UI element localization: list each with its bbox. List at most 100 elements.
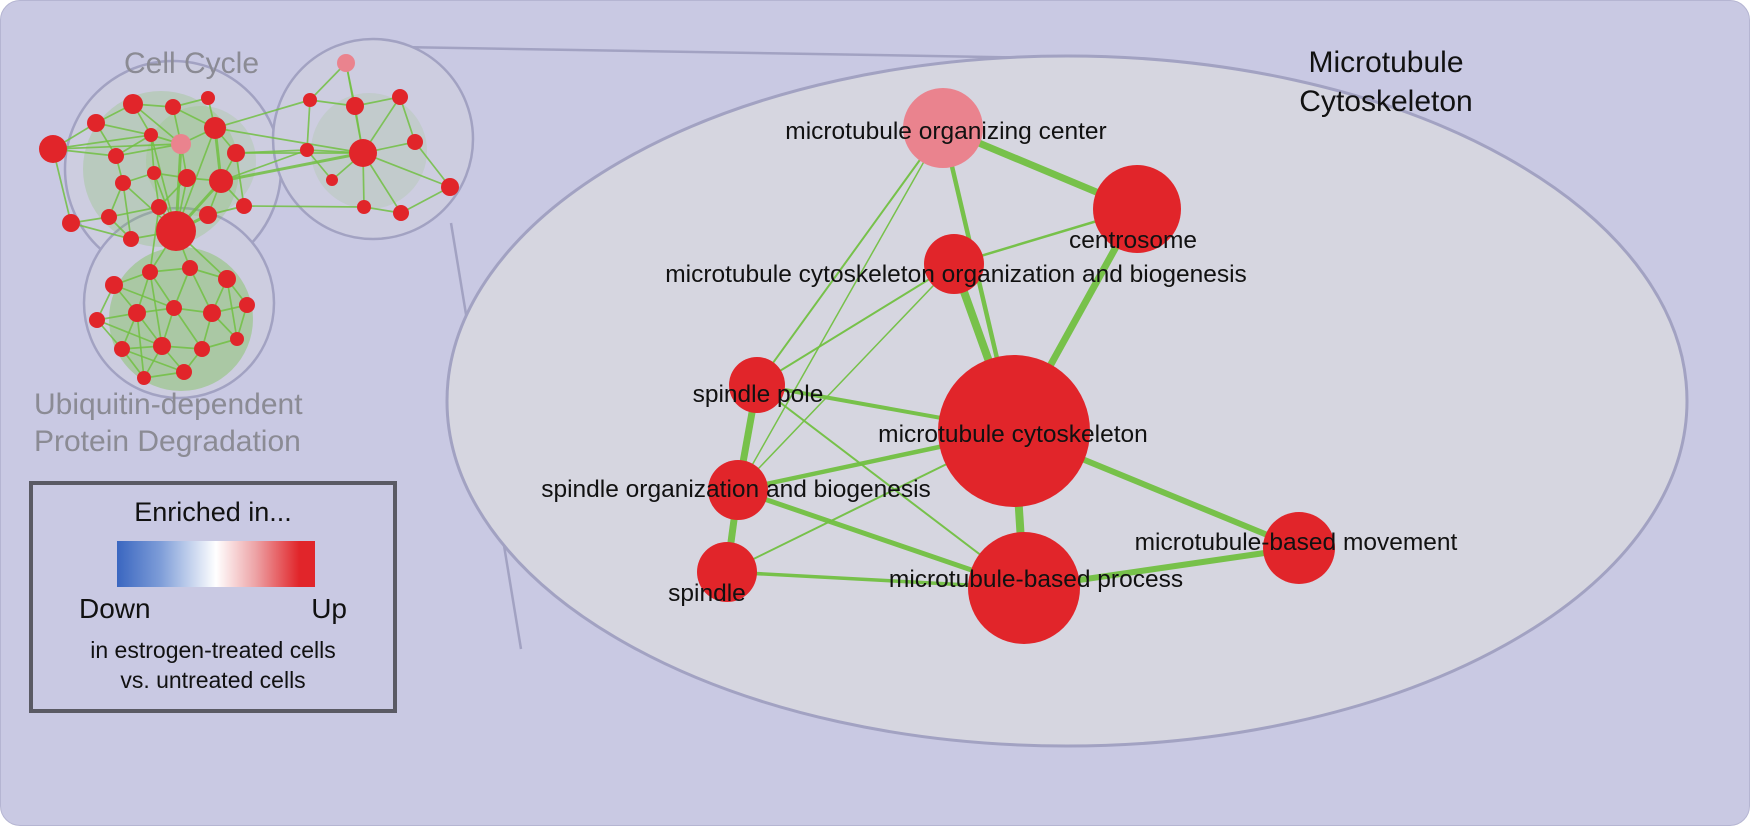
overview-node[interactable]	[178, 169, 196, 187]
overview-node[interactable]	[194, 341, 210, 357]
overview-edge	[95, 122, 152, 136]
overview-node[interactable]	[230, 332, 244, 346]
overview-node[interactable]	[393, 205, 409, 221]
overview-node[interactable]	[441, 178, 459, 196]
overview-edge	[220, 151, 364, 183]
overview-edge	[214, 127, 364, 154]
overview-node[interactable]	[346, 97, 364, 115]
overview-node[interactable]	[392, 89, 408, 105]
overview-node[interactable]	[337, 54, 355, 72]
node-label-microtubule-based-process: microtubule-based process	[889, 566, 1183, 593]
node-label-mt-cytoskeleton-org-biogenesis: microtubule cytoskeleton organization an…	[665, 261, 1247, 288]
node-label-microtubule-cytoskeleton: microtubule cytoskeleton	[878, 421, 1148, 448]
zoom-connector-line	[398, 45, 1050, 60]
overview-node[interactable]	[171, 134, 191, 154]
overview-node[interactable]	[123, 94, 143, 114]
overview-node[interactable]	[128, 304, 146, 322]
overview-edge	[52, 134, 152, 150]
overview-node[interactable]	[357, 200, 371, 214]
overview-node[interactable]	[407, 134, 423, 150]
overview-node[interactable]	[236, 198, 252, 214]
overview-edge	[414, 141, 451, 188]
node-microtubule-based-process[interactable]	[968, 532, 1080, 644]
overview-node[interactable]	[153, 337, 171, 355]
overview-edge	[173, 307, 203, 350]
legend-title: Enriched in...	[134, 497, 292, 527]
edge-density-blob	[83, 91, 239, 247]
overview-edge	[214, 99, 311, 129]
overview-node[interactable]	[201, 91, 215, 105]
overview-node[interactable]	[142, 264, 158, 280]
overview-node[interactable]	[87, 114, 105, 132]
overview-node[interactable]	[137, 371, 151, 385]
node-microtubule-cytoskeleton[interactable]	[938, 355, 1090, 507]
legend-gradient-bar	[117, 541, 315, 587]
overview-edge	[306, 99, 311, 151]
overview-node[interactable]	[62, 214, 80, 232]
legend-caption-line1: in estrogen-treated cells	[90, 637, 336, 663]
overview-edge	[220, 149, 308, 182]
overview-node[interactable]	[199, 206, 217, 224]
node-microtubule-organizing-center[interactable]	[903, 88, 983, 168]
node-spindle-pole[interactable]	[729, 357, 785, 413]
overview-node[interactable]	[114, 341, 130, 357]
overview-edge	[70, 222, 132, 240]
legend-caption-line2: vs. untreated cells	[120, 667, 306, 693]
edge-mt-cytoskeleton-org-biogenesis--spindle-org-biogenesis	[737, 263, 955, 491]
overview-node[interactable]	[182, 260, 198, 276]
overview-edge	[115, 143, 182, 157]
cluster-label-ubiquitin: Ubiquitin-dependent Protein Degradation	[34, 386, 364, 460]
overview-node[interactable]	[239, 297, 255, 313]
overview-node[interactable]	[204, 117, 226, 139]
overview-node[interactable]	[227, 144, 245, 162]
node-microtubule-based-movement[interactable]	[1263, 512, 1335, 584]
overview-node[interactable]	[326, 174, 338, 186]
overview-node[interactable]	[108, 148, 124, 164]
edge-mt-cytoskeleton-org-biogenesis--spindle-pole	[756, 263, 955, 386]
node-label-spindle-pole: spindle pole	[693, 381, 824, 408]
node-label-microtubule-based-movement: microtubule-based movement	[1135, 529, 1458, 556]
node-label-microtubule-organizing-center: microtubule organizing center	[785, 118, 1106, 145]
overview-node[interactable]	[101, 209, 117, 225]
overview-node[interactable]	[156, 211, 196, 251]
overview-node[interactable]	[165, 99, 181, 115]
overview-edge	[113, 284, 175, 309]
figure-title-line2: Cytoskeleton	[1299, 85, 1473, 118]
overview-node[interactable]	[151, 199, 167, 215]
cluster-label-ubiquitin-line1: Ubiquitin-dependent	[34, 388, 303, 421]
overview-node[interactable]	[209, 169, 233, 193]
overview-node[interactable]	[218, 270, 236, 288]
overview-edge	[132, 103, 182, 145]
overview-node[interactable]	[123, 231, 139, 247]
legend-box: Enriched in... Down Up in estrogen-treat…	[29, 481, 397, 713]
node-label-spindle: spindle	[668, 580, 746, 607]
node-spindle-org-biogenesis[interactable]	[708, 460, 768, 520]
figure-title-line1: Microtubule	[1308, 46, 1464, 79]
overview-node[interactable]	[303, 93, 317, 107]
edge-microtubule-organizing-center--spindle-pole	[756, 127, 944, 386]
overview-node[interactable]	[105, 276, 123, 294]
node-mt-cytoskeleton-org-biogenesis[interactable]	[924, 234, 984, 294]
node-centrosome[interactable]	[1093, 165, 1181, 253]
overview-node[interactable]	[115, 175, 131, 191]
node-spindle[interactable]	[697, 542, 757, 602]
legend-down-label: Down	[79, 593, 151, 624]
overview-edge	[136, 312, 145, 379]
overview-node[interactable]	[166, 300, 182, 316]
legend-up-label: Up	[311, 593, 347, 624]
overview-node[interactable]	[147, 166, 161, 180]
overview-edge	[108, 206, 160, 218]
overview-node[interactable]	[39, 135, 67, 163]
overview-node[interactable]	[144, 128, 158, 142]
overview-edge	[400, 186, 451, 214]
node-label-centrosome: centrosome	[1069, 227, 1197, 254]
edge-microtubule-organizing-center--spindle-org-biogenesis	[737, 127, 944, 491]
overview-node[interactable]	[203, 304, 221, 322]
overview-node[interactable]	[176, 364, 192, 380]
overview-edge	[52, 143, 182, 150]
overview-node[interactable]	[300, 143, 314, 157]
overview-edge	[149, 271, 163, 347]
overview-node[interactable]	[349, 139, 377, 167]
overview-node[interactable]	[89, 312, 105, 328]
